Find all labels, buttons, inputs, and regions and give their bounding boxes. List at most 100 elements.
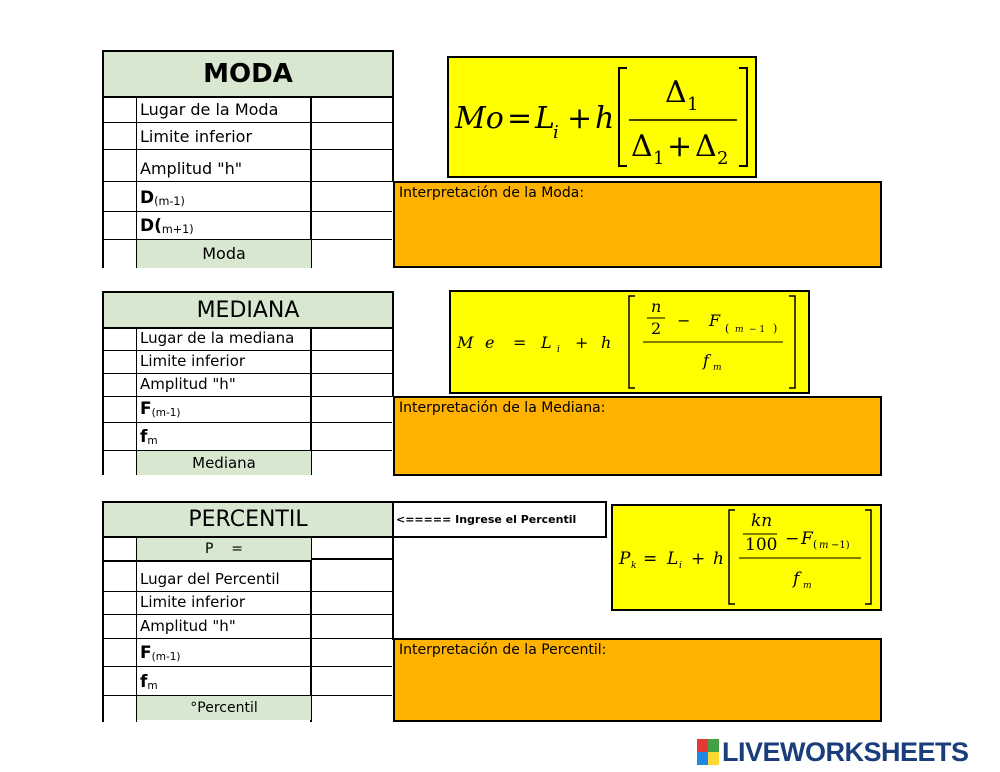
percentil-fm-input[interactable] xyxy=(312,667,392,696)
mediana-inner-border xyxy=(136,327,137,475)
live-badge-icon xyxy=(697,739,719,765)
percentil-lugar-input[interactable] xyxy=(312,562,392,592)
percentil-fm-index xyxy=(104,667,136,696)
moda-amplitud-index xyxy=(104,150,136,182)
mediana-lugar-input[interactable] xyxy=(312,327,392,351)
svg-text:1: 1 xyxy=(653,148,664,169)
percentil-interpretation-label: Interpretación de la Percentil: xyxy=(399,642,607,658)
percentil-formula: P k = L i + h kn 100 − F ( m −1) f m xyxy=(618,509,872,605)
svg-text:Mo: Mo xyxy=(454,101,504,136)
percentil-interpretation-area[interactable]: Interpretación de la Percentil: xyxy=(393,638,882,722)
percentil-f-index xyxy=(104,639,136,667)
mediana-row-amplitud-label: Amplitud "h" xyxy=(140,375,236,393)
percentil-f-input[interactable] xyxy=(312,639,392,667)
svg-text:Δ: Δ xyxy=(631,129,653,164)
mediana-formula: M e = L i + h n 2 − F ( m − 1 ) f m xyxy=(456,295,796,389)
mediana-row-limite: Limite inferior xyxy=(137,351,311,374)
moda-left-border xyxy=(102,96,104,268)
moda-interpretation-area[interactable]: Interpretación de la Moda: xyxy=(393,181,882,268)
svg-text:F: F xyxy=(708,311,721,330)
moda-row-amplitud: Amplitud "h" xyxy=(137,150,311,182)
moda-limite-input[interactable] xyxy=(312,123,392,150)
svg-text:−: − xyxy=(785,529,799,549)
percentil-title-cell: PERCENTIL xyxy=(102,501,394,538)
percentil-right-border xyxy=(392,562,394,640)
svg-text:L: L xyxy=(534,101,555,136)
percentil-title: PERCENTIL xyxy=(188,507,308,532)
svg-text:h: h xyxy=(713,549,724,569)
svg-text:−: − xyxy=(677,311,690,330)
svg-text:h: h xyxy=(601,333,611,352)
mediana-interpretation-area[interactable]: Interpretación de la Mediana: xyxy=(393,396,882,476)
moda-amplitud-input[interactable] xyxy=(312,150,392,182)
moda-result-input[interactable] xyxy=(312,240,392,268)
mediana-title: MEDIANA xyxy=(196,297,300,323)
mediana-amplitud-input[interactable] xyxy=(312,374,392,397)
moda-dp1-input[interactable] xyxy=(312,212,392,240)
percentil-p-input[interactable] xyxy=(312,538,392,560)
svg-text:100: 100 xyxy=(745,535,777,555)
moda-dm1-index xyxy=(104,182,136,212)
mediana-lugar-index xyxy=(104,327,136,351)
percentil-value-border xyxy=(310,536,312,722)
svg-text:e: e xyxy=(485,333,494,352)
mediana-limite-input[interactable] xyxy=(312,351,392,374)
moda-dm1-input[interactable] xyxy=(312,182,392,212)
svg-text:=: = xyxy=(643,549,657,569)
percentil-limite-input[interactable] xyxy=(312,592,392,615)
mediana-f-input[interactable] xyxy=(312,397,392,423)
mediana-fm-index xyxy=(104,423,136,451)
mediana-row-amplitud: Amplitud "h" xyxy=(137,374,311,397)
svg-text:+: + xyxy=(691,549,705,569)
svg-text:h: h xyxy=(595,101,614,136)
mediana-fm-input[interactable] xyxy=(312,423,392,451)
percentil-row-fm-label: f xyxy=(140,672,148,692)
mediana-row-f-sub: (m-1) xyxy=(151,406,181,419)
svg-text:m: m xyxy=(819,540,828,551)
svg-text:L: L xyxy=(666,549,678,569)
mediana-row-f-label: F xyxy=(140,399,152,419)
moda-row-dm1-sub: (m-1) xyxy=(154,194,185,208)
moda-right-border xyxy=(392,96,394,182)
svg-text:(: ( xyxy=(725,322,729,335)
moda-inner-border xyxy=(136,96,137,268)
percentil-p-label: P = xyxy=(205,541,243,557)
moda-title: MODA xyxy=(203,59,293,89)
percentil-hint: <===== Ingrese el Percentil xyxy=(396,513,577,526)
percentil-result-input[interactable] xyxy=(312,696,392,720)
percentil-amplitud-input[interactable] xyxy=(312,615,392,639)
moda-row-amplitud-label: Amplitud "h" xyxy=(140,159,243,178)
moda-row-dp1: D(m+1) xyxy=(137,212,311,240)
moda-row-limite-label: Limite inferior xyxy=(140,127,253,146)
percentil-right-border-top xyxy=(392,536,394,562)
moda-result-label: Moda xyxy=(202,244,246,263)
moda-title-cell: MODA xyxy=(102,50,394,98)
moda-result-label-cell: Moda xyxy=(137,240,311,268)
percentil-row-fm-sub: m xyxy=(147,679,158,692)
mediana-right-border xyxy=(392,327,394,397)
moda-lugar-input[interactable] xyxy=(312,96,392,123)
svg-text:m: m xyxy=(803,581,812,591)
mediana-formula-box: M e = L i + h n 2 − F ( m − 1 ) f m xyxy=(449,290,810,394)
svg-text:2: 2 xyxy=(717,148,728,169)
svg-text:f: f xyxy=(702,351,712,370)
svg-text:Δ: Δ xyxy=(665,75,687,110)
mediana-row-fm-sub: m xyxy=(147,434,158,447)
svg-text:(: ( xyxy=(813,538,817,551)
percentil-row-f-sub: (m-1) xyxy=(151,650,181,663)
percentil-hint-cell: <===== Ingrese el Percentil xyxy=(392,501,607,538)
svg-text:i: i xyxy=(679,561,682,571)
percentil-row-lugar: Lugar del Percentil xyxy=(137,562,311,592)
moda-row-dp1-sub: m+1) xyxy=(161,222,194,236)
moda-row-lugar: Lugar de la Moda xyxy=(137,96,311,123)
mediana-result-label: Mediana xyxy=(192,453,256,472)
moda-row-dm1: D(m-1) xyxy=(137,182,311,212)
moda-limite-index xyxy=(104,123,136,150)
mediana-result-label-cell: Mediana xyxy=(137,451,311,475)
percentil-inner-border xyxy=(136,536,137,722)
percentil-row-amplitud: Amplitud "h" xyxy=(137,615,311,639)
mediana-result-input[interactable] xyxy=(312,451,392,475)
moda-value-border xyxy=(310,96,312,268)
mediana-row-lugar: Lugar de la mediana xyxy=(137,327,311,351)
percentil-limite-index xyxy=(104,592,136,615)
